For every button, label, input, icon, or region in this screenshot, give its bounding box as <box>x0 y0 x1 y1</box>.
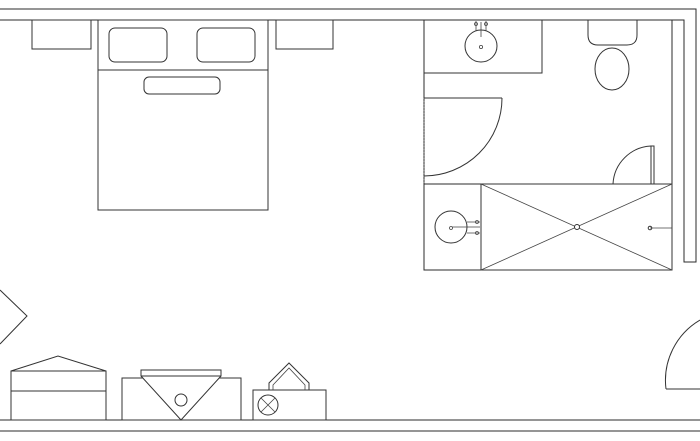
tv-console <box>121 369 242 421</box>
pillow <box>196 27 256 63</box>
shower-drain <box>574 224 580 230</box>
toilet-bowl <box>594 47 630 91</box>
door-swing-arc <box>423 97 503 177</box>
tv-stand <box>174 393 188 407</box>
shower-sink <box>434 184 482 270</box>
door-swing-arc <box>664 319 700 390</box>
rack-top <box>10 355 107 372</box>
nightstand <box>275 19 334 50</box>
bottom-wall <box>0 419 700 432</box>
door-swing-arc <box>612 145 652 185</box>
toilet-tank <box>587 20 638 46</box>
bag-handle <box>268 362 310 390</box>
armchair <box>0 289 28 345</box>
sink-tap <box>475 231 479 235</box>
nightstand <box>31 19 92 50</box>
bolster-pillow <box>143 76 221 95</box>
swing-door <box>612 145 655 185</box>
bed-frame <box>97 19 269 211</box>
bag-body <box>252 389 327 421</box>
bag-lock-cross <box>260 397 276 413</box>
rack-frame <box>10 370 107 421</box>
pillow <box>108 27 168 63</box>
swing-door <box>664 319 700 390</box>
double-bed <box>97 19 269 211</box>
bathroom-sink <box>464 21 498 63</box>
walls <box>0 8 700 432</box>
sink-tap <box>475 220 479 224</box>
swing-door <box>423 97 503 184</box>
top-wall <box>0 8 697 263</box>
sink-tap <box>484 22 488 26</box>
toilet <box>587 20 638 91</box>
vanity-counter <box>424 20 543 74</box>
sink-faucet <box>452 221 480 234</box>
bag-lock-icon <box>257 394 279 416</box>
bathroom <box>423 20 673 271</box>
luggage-rack <box>10 355 107 421</box>
sink-tap <box>474 22 478 26</box>
sink-drain <box>478 45 483 50</box>
luggage-bag <box>252 362 327 421</box>
door-leaf <box>650 145 655 185</box>
sink-drain <box>449 226 453 230</box>
shower-tray <box>480 183 673 271</box>
bathroom-wall <box>423 20 673 271</box>
tv-screen <box>140 369 222 421</box>
bag-handle-inner <box>272 367 306 390</box>
